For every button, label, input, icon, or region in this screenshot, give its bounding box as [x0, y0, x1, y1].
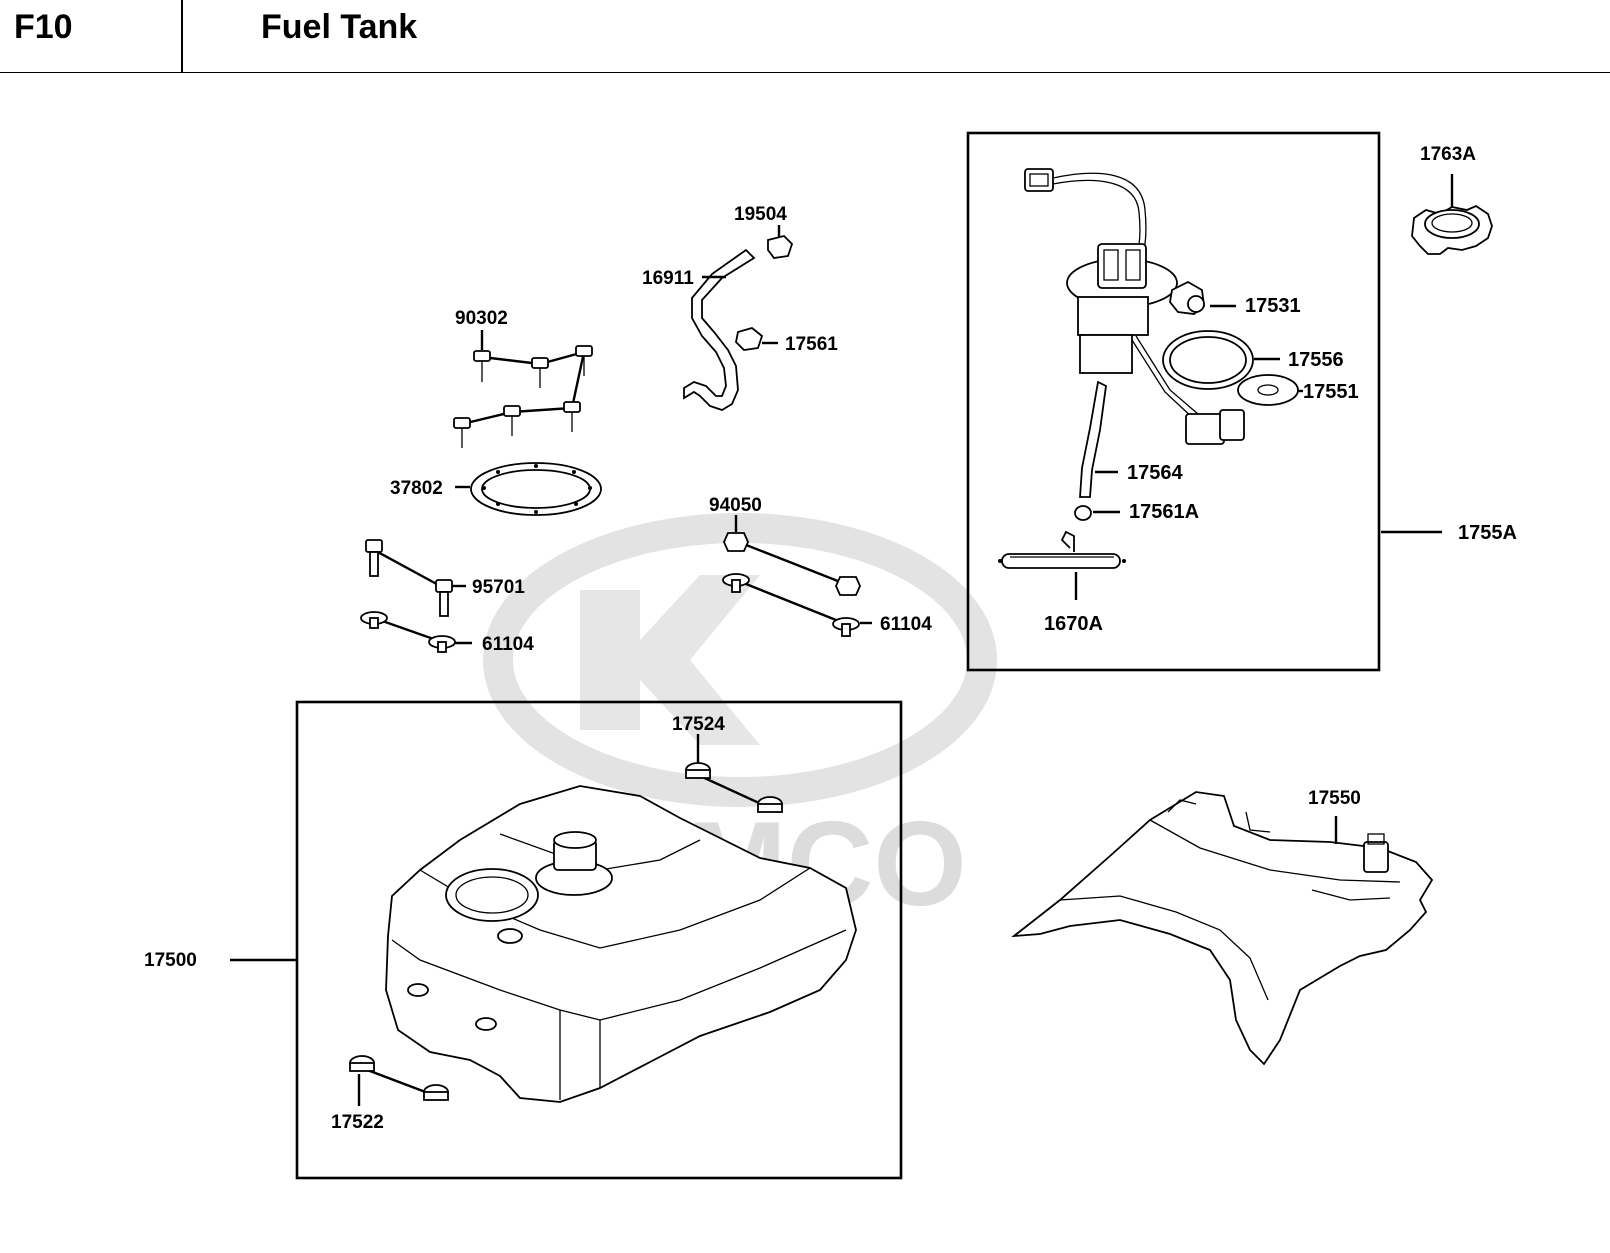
hose-clamp-lower — [735, 327, 764, 351]
part-label-95701: 95701 — [472, 577, 525, 598]
page-header: F10 Fuel Tank — [0, 0, 1610, 73]
part-label-94050: 94050 — [709, 495, 762, 516]
part-label-17500: 17500 — [144, 950, 197, 971]
part-label-17564: 17564 — [1127, 462, 1183, 484]
part-label-17524: 17524 — [672, 714, 725, 735]
page-title: Fuel Tank — [261, 8, 418, 46]
header-divider — [181, 0, 183, 73]
part-label-37802: 37802 — [390, 478, 443, 499]
part-label-17561A: 17561A — [1129, 501, 1199, 523]
part-label-17556: 17556 — [1288, 349, 1344, 371]
flange-bolts — [453, 345, 593, 448]
part-label-19504: 19504 — [734, 204, 787, 225]
collars-right — [722, 573, 860, 637]
part-label-90302: 90302 — [455, 308, 508, 329]
fuel-outlet-fitting — [1169, 280, 1205, 315]
o-ring — [1162, 330, 1254, 390]
part-label-1670A: 1670A — [1044, 613, 1103, 635]
fuel-hose — [683, 248, 756, 411]
gasket-plate — [1237, 374, 1299, 406]
flange-gasket — [470, 462, 602, 516]
collars-left — [360, 611, 456, 653]
part-label-61104-left: 61104 — [482, 634, 534, 655]
part-label-17531: 17531 — [1245, 295, 1301, 317]
lower-rubber-mounts — [349, 1055, 449, 1101]
fuel-cap — [1411, 204, 1493, 255]
part-label-17550: 17550 — [1308, 788, 1361, 809]
flange-nuts — [723, 532, 861, 596]
fuel-tank — [385, 785, 857, 1103]
part-label-17522: 17522 — [331, 1112, 384, 1133]
part-label-1755A: 1755A — [1458, 522, 1517, 544]
part-label-1763A: 1763A — [1420, 144, 1476, 165]
fuel-tank-under-cover — [1011, 791, 1434, 1066]
fuel-pump-module — [998, 168, 1245, 569]
upper-rubber-mounts — [685, 762, 783, 813]
section-code: F10 — [14, 8, 73, 46]
part-label-16911: 16911 — [642, 268, 694, 289]
part-label-61104-right: 61104 — [880, 614, 932, 635]
part-label-17551: 17551 — [1303, 381, 1359, 403]
mounting-bolts — [365, 539, 453, 617]
hose-clamp-upper — [767, 235, 794, 259]
part-label-17561: 17561 — [785, 334, 838, 355]
fuel-pump-assembly-box — [966, 131, 1381, 672]
fuel-tank-assembly-box — [295, 700, 903, 1180]
